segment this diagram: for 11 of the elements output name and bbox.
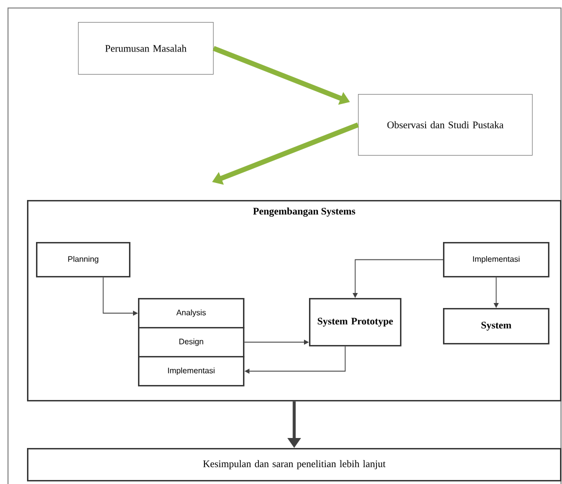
process-box: Planning (36, 242, 130, 278)
process-box: Observasi dan Studi Pustaka (358, 94, 533, 156)
process-box: Analysis (138, 298, 244, 328)
process-box: System (443, 308, 550, 344)
process-box: Implementasi (138, 356, 244, 386)
process-box: System Prototype (309, 298, 402, 346)
arrow (102, 277, 138, 316)
process-box: Kesimpulan dan saran penelitian lebih lanjut (27, 448, 562, 482)
process-box: Implementasi (443, 242, 550, 278)
process-box: Perumusan Masalah (78, 22, 214, 75)
process-box: Design (138, 327, 244, 358)
